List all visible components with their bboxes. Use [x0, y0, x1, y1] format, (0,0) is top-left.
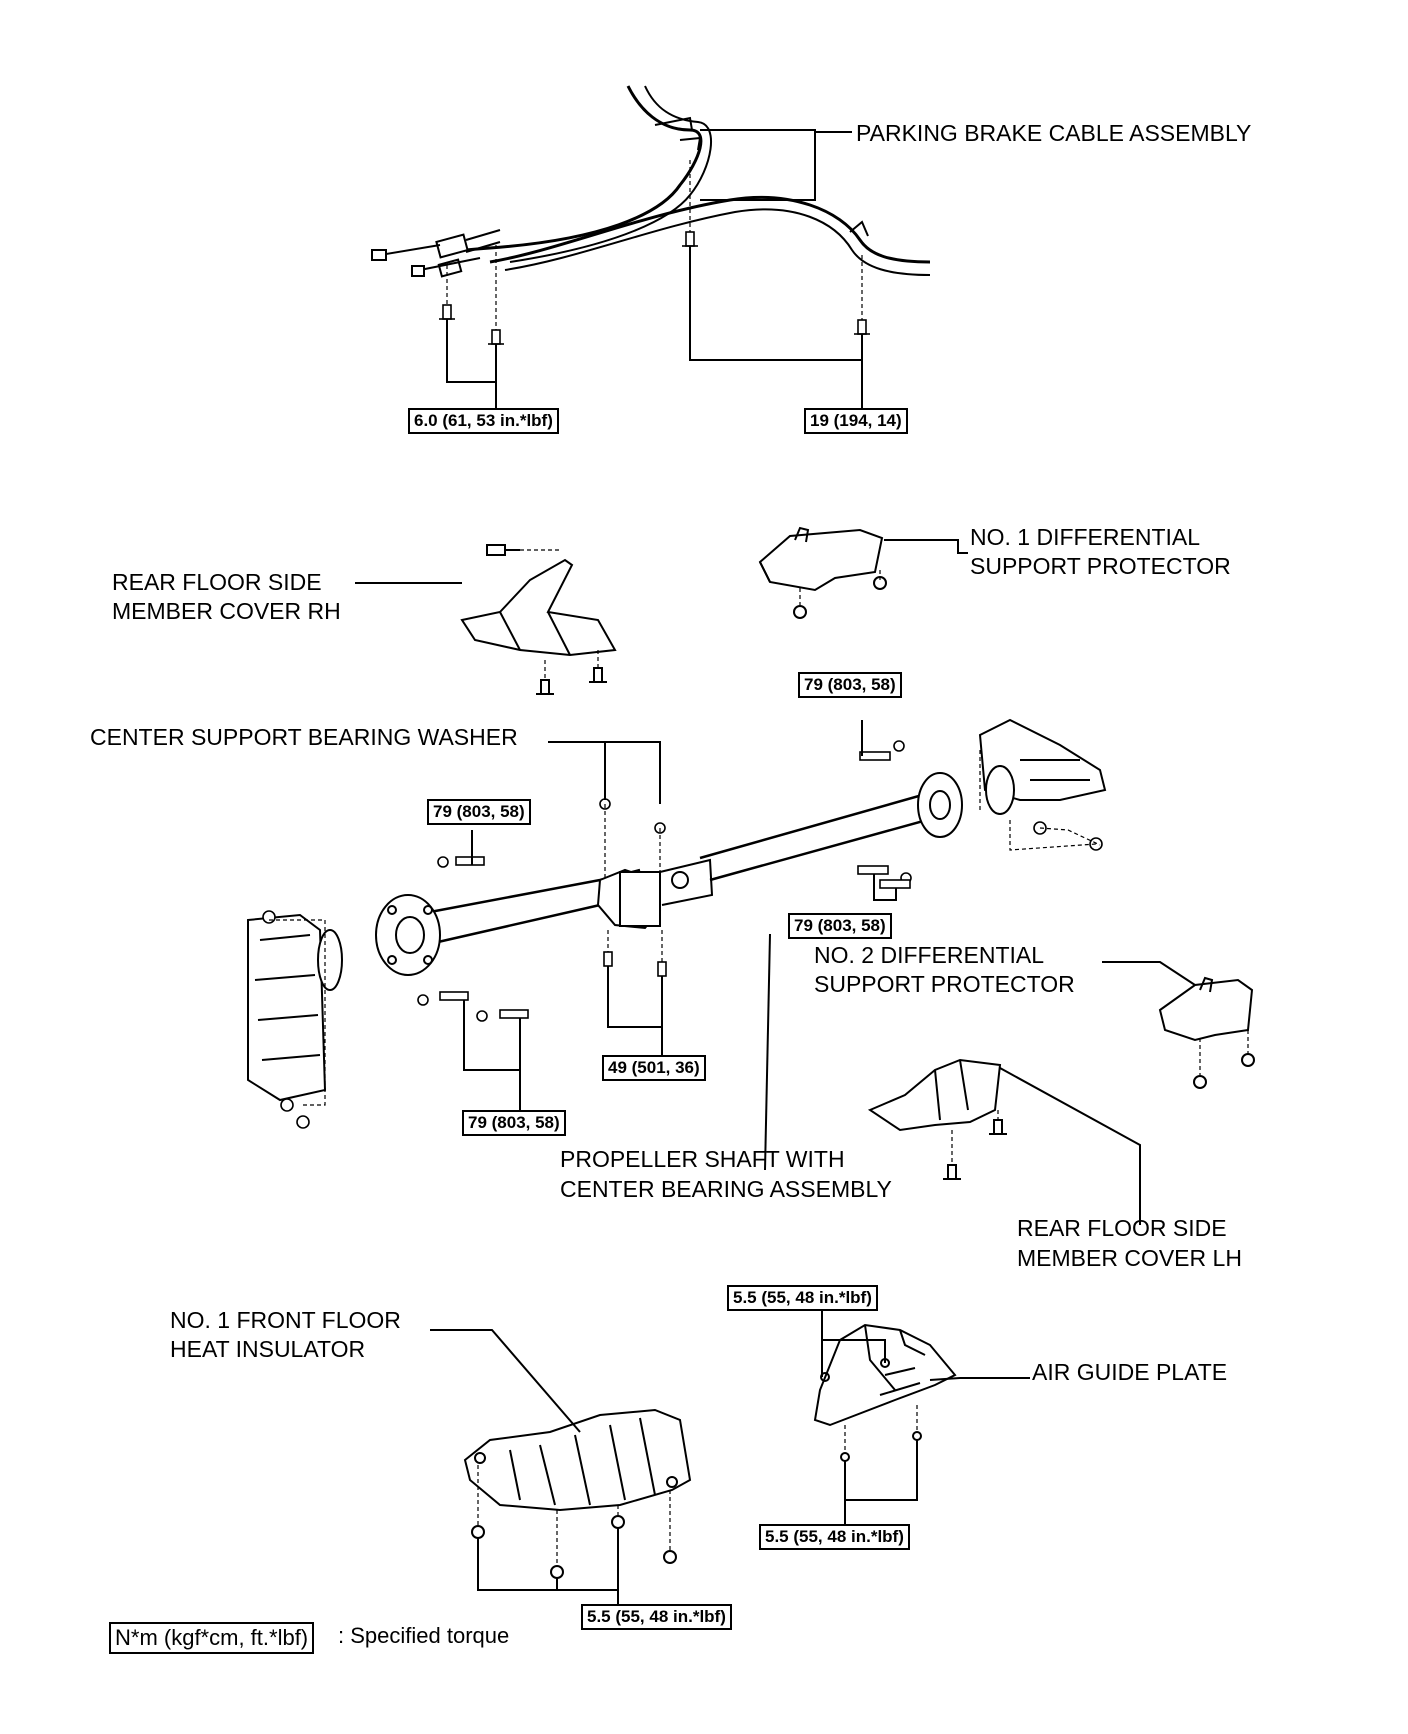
label-no1-front-floor-insulator-line2: HEAT INSULATOR: [170, 1336, 366, 1362]
label-propeller-shaft-line1: PROPELLER SHAFT WITH: [560, 1146, 845, 1172]
label-rear-floor-cover-rh-line2: MEMBER COVER RH: [112, 598, 341, 624]
torque-center-bearing: 49 (501, 36): [602, 1055, 706, 1081]
no2-diff-protector-drawing: [1102, 961, 1255, 1089]
label-air-guide-plate: AIR GUIDE PLATE: [1032, 1359, 1228, 1385]
label-no1-diff-protector-line1: NO. 1 DIFFERENTIAL: [970, 524, 1201, 550]
label-rear-floor-cover-lh-line2: MEMBER COVER LH: [1017, 1245, 1242, 1271]
label-no1-diff-protector-line2: SUPPORT PROTECTOR: [970, 553, 1231, 579]
label-no2-diff-protector-line2: SUPPORT PROTECTOR: [814, 971, 1075, 997]
legend-unit-box: N*m (kgf*cm, ft.*lbf): [109, 1622, 315, 1654]
air-guide-plate-drawing: [813, 1305, 1030, 1525]
label-no1-front-floor-insulator-line1: NO. 1 FRONT FLOOR: [170, 1307, 401, 1333]
torque-rear-flange-top: 79 (803, 58): [798, 672, 902, 698]
torque-front-flange-top: 79 (803, 58): [427, 799, 531, 825]
no1-diff-protector-drawing: [758, 526, 968, 619]
torque-front-flange-bottom: 79 (803, 58): [462, 1110, 566, 1136]
label-no2-diff-protector-line1: NO. 2 DIFFERENTIAL: [814, 942, 1045, 968]
front-floor-insulator-drawing: [430, 1329, 692, 1605]
label-parking-brake-cable: PARKING BRAKE CABLE ASSEMBLY: [856, 120, 1252, 146]
legend-description: : Specified torque: [338, 1623, 510, 1648]
propeller-shaft-drawing: [247, 718, 1107, 1171]
torque-insulator: 5.5 (55, 48 in.*lbf): [581, 1604, 732, 1630]
parking-brake-cable-drawing: [371, 85, 931, 408]
torque-cable-bolts: 6.0 (61, 53 in.*lbf): [408, 408, 559, 434]
label-rear-floor-cover-rh-line1: REAR FLOOR SIDE: [112, 569, 322, 595]
torque-air-guide-top: 5.5 (55, 48 in.*lbf): [727, 1285, 878, 1311]
label-rear-floor-cover-lh-line1: REAR FLOOR SIDE: [1017, 1215, 1227, 1241]
rear-floor-cover-rh-drawing: [355, 544, 617, 695]
label-propeller-shaft-line2: CENTER BEARING ASSEMBLY: [560, 1176, 892, 1202]
rear-floor-cover-lh-drawing: [867, 1058, 1141, 1225]
label-center-support-washer: CENTER SUPPORT BEARING WASHER: [90, 724, 518, 750]
torque-air-guide-bottom: 5.5 (55, 48 in.*lbf): [759, 1524, 910, 1550]
torque-rear-flange-bottom: 79 (803, 58): [788, 913, 892, 939]
torque-cable-clamps: 19 (194, 14): [804, 408, 908, 434]
